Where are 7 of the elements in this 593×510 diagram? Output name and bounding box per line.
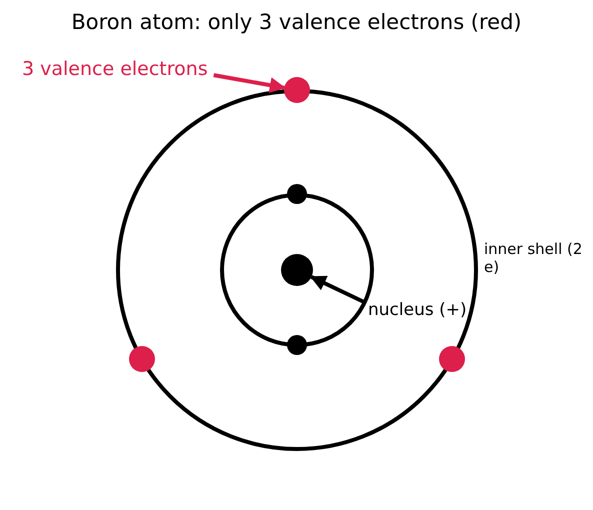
nucleus bbox=[281, 254, 313, 286]
callout-label: 3 valence electrons bbox=[22, 58, 208, 81]
title: Boron atom: only 3 valence electrons (red) bbox=[70, 10, 523, 34]
valence-electron bbox=[284, 77, 310, 103]
arrow bbox=[213, 73, 286, 94]
callout-label: nucleus (+) bbox=[368, 300, 467, 320]
shell-label: inner shell (2 e) bbox=[484, 240, 584, 276]
